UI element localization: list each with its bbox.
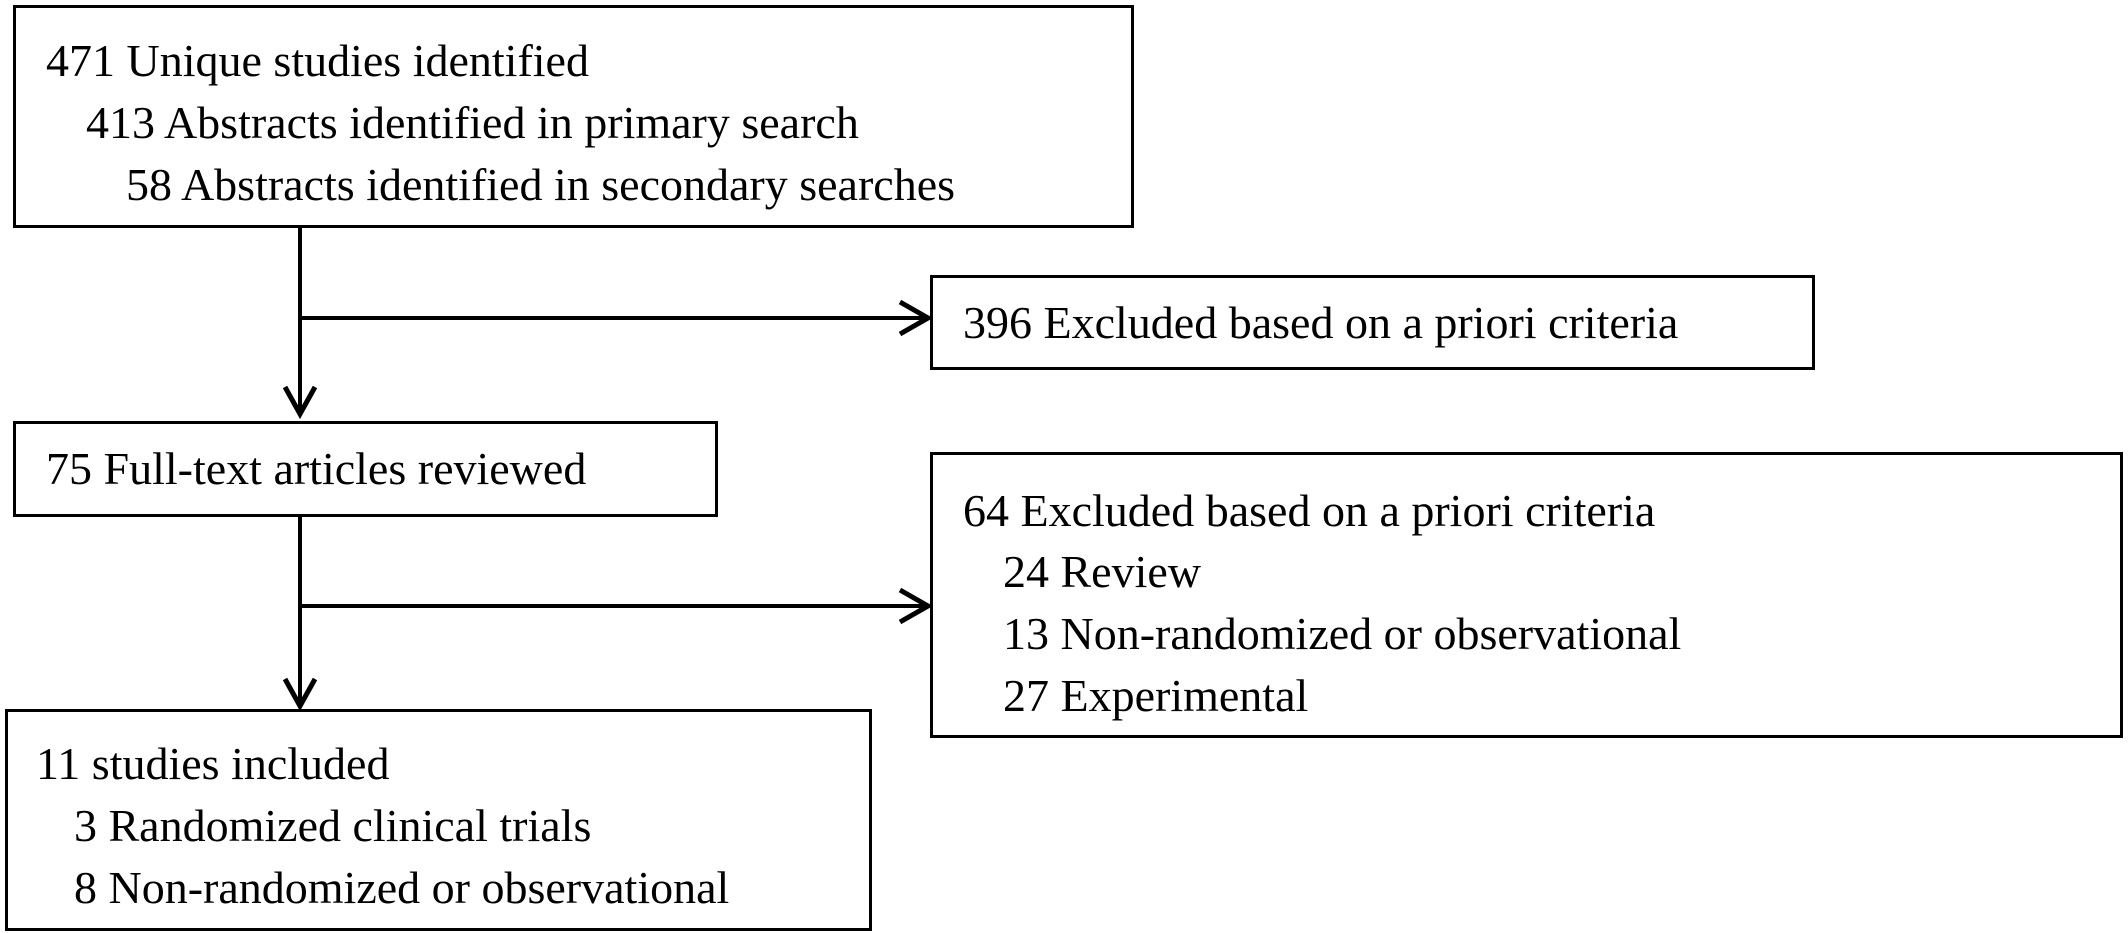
identified-title: 471 Unique studies identified bbox=[46, 35, 589, 86]
arrowhead-excluded-first bbox=[898, 299, 934, 337]
box-studies-included: 11 studies included 3 Randomized clinica… bbox=[5, 709, 872, 931]
box-excluded-first: 396 Excluded based on a priori criteria bbox=[930, 275, 1815, 370]
excluded-second-review: 24 Review bbox=[1003, 546, 1202, 597]
arrowhead-included bbox=[282, 677, 318, 712]
identified-primary-search: 413 Abstracts identified in primary sear… bbox=[86, 97, 859, 148]
included-randomized-trials: 3 Randomized clinical trials bbox=[74, 800, 592, 851]
box-excluded-second: 64 Excluded based on a priori criteria 2… bbox=[930, 452, 2123, 738]
excluded-second-title: 64 Excluded based on a priori criteria bbox=[963, 485, 1656, 536]
arrowhead-excluded-second bbox=[898, 587, 934, 625]
excluded-second-non-randomized: 13 Non-randomized or observational bbox=[1003, 608, 1682, 659]
included-non-randomized: 8 Non-randomized or observational bbox=[74, 862, 730, 913]
reviewed-title: 75 Full-text articles reviewed bbox=[46, 443, 587, 494]
box-studies-identified: 471 Unique studies identified 413 Abstra… bbox=[13, 5, 1134, 228]
arrowhead-reviewed bbox=[282, 385, 318, 420]
identified-secondary-searches: 58 Abstracts identified in secondary sea… bbox=[126, 159, 956, 210]
included-title: 11 studies included bbox=[36, 738, 390, 789]
box-full-text-reviewed: 75 Full-text articles reviewed bbox=[13, 421, 718, 517]
excluded-second-experimental: 27 Experimental bbox=[1003, 670, 1309, 721]
excluded-first-title: 396 Excluded based on a priori criteria bbox=[963, 297, 1679, 348]
